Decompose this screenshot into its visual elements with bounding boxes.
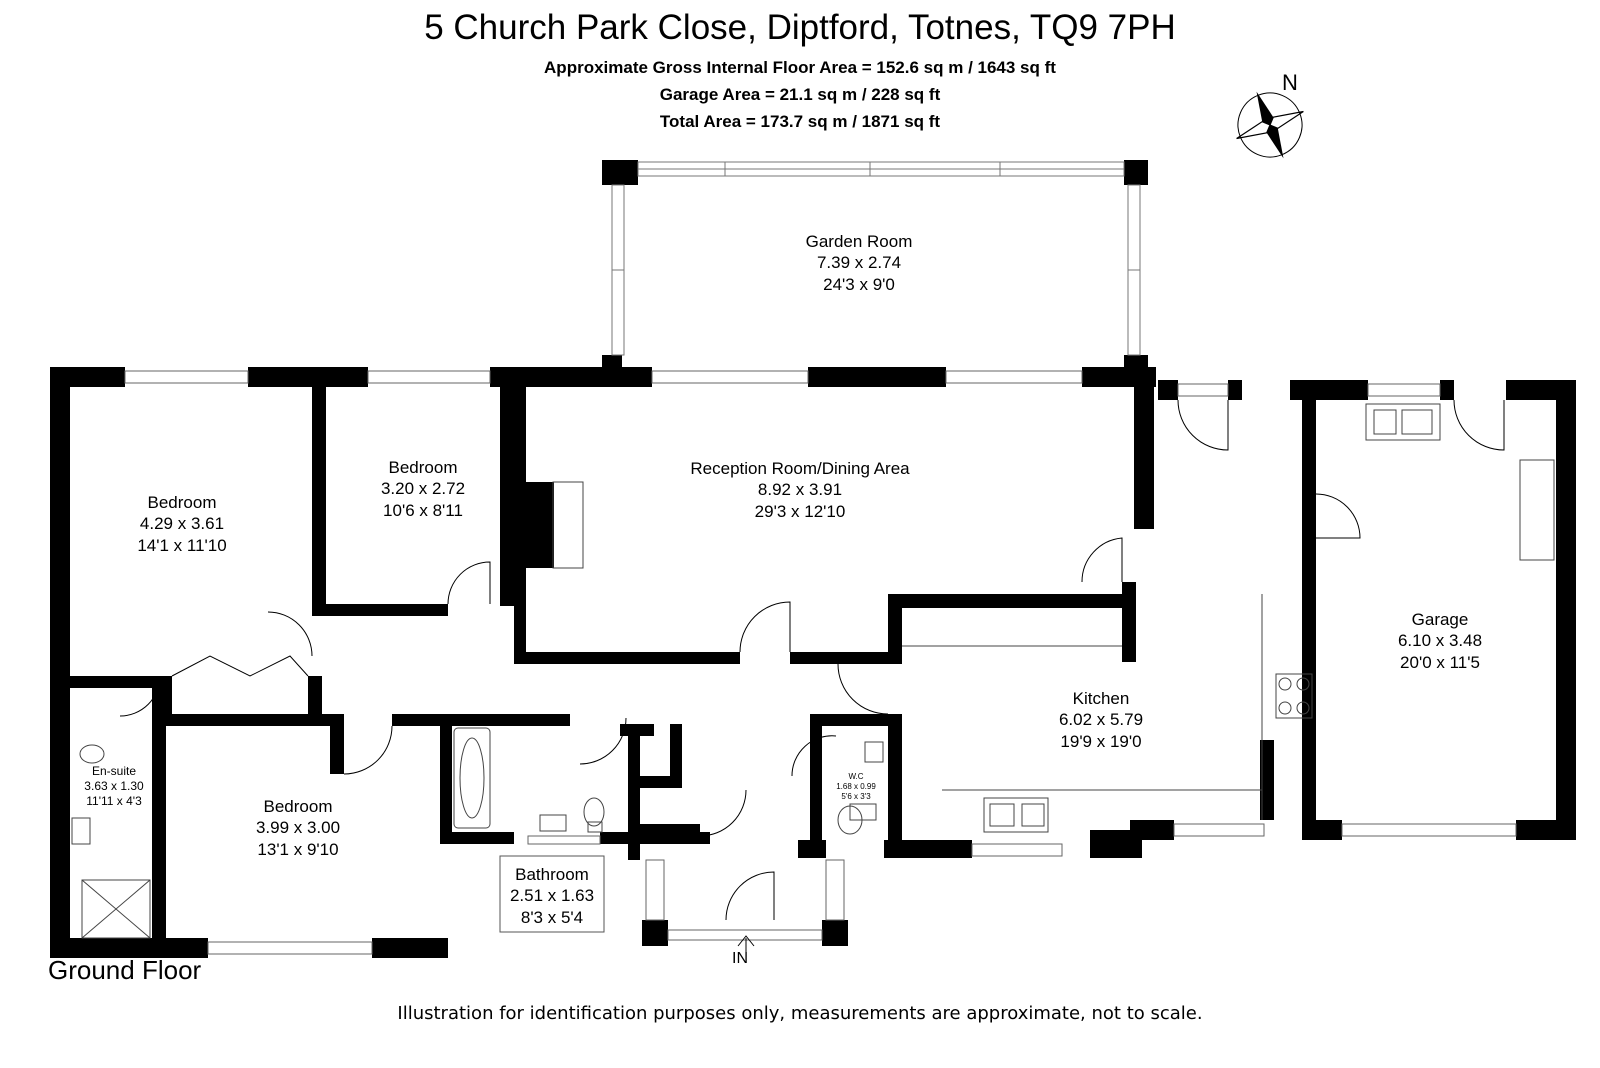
page-title: 5 Church Park Close, Diptford, Totnes, T…: [424, 8, 1176, 47]
garage-area-text: Garage Area = 21.1 sq m / 228 sq ft: [659, 85, 941, 104]
interior-walls: [70, 386, 1316, 946]
bathroom-label-box: [499, 855, 605, 933]
exterior-walls: [50, 367, 1576, 958]
door-swings: [119, 399, 1505, 921]
total-area-text: Total Area = 173.7 sq m / 1871 sq ft: [659, 112, 941, 131]
kitchen-label: Kitchen 6.02 x 5.79 19'9 x 19'0: [1058, 689, 1144, 751]
bathroom-label: Bathroom 2.51 x 1.63 8'3 x 5'4: [509, 865, 595, 927]
compass-icon: [1236, 91, 1304, 159]
bedroom-3-label: Bedroom 3.99 x 3.00 13'1 x 9'10: [255, 797, 341, 859]
en-suite-label: En-suite 3.63 x 1.30 11'11 x 4'3: [84, 764, 144, 808]
floor-label: Ground Floor: [48, 955, 202, 985]
fixtures: [71, 403, 1555, 939]
garden-room-glazing: [611, 161, 1141, 356]
garden-room-label: Garden Room 7.39 x 2.74 24'3 x 9'0: [805, 232, 913, 294]
entrance-label: IN: [732, 950, 748, 967]
north-label: N: [1282, 70, 1298, 95]
bedroom-2-label: Bedroom 3.20 x 2.72 10'6 x 8'11: [380, 458, 466, 520]
disclaimer-text: Illustration for identification purposes…: [397, 1003, 1203, 1024]
windows: [124, 370, 1517, 955]
garage-label: Garage 6.10 x 3.48 20'0 x 11'5: [1397, 610, 1483, 672]
reception-room-label: Reception Room/Dining Area 8.92 x 3.91 2…: [690, 459, 910, 521]
entrance-arrow-icon: [737, 935, 755, 962]
gross-area-text: Approximate Gross Internal Floor Area = …: [544, 58, 1056, 77]
wc-label: W.C 1.68 x 0.99 5'6 x 3'3: [836, 772, 876, 801]
bedroom-1-label: Bedroom 4.29 x 3.61 14'1 x 11'10: [137, 493, 227, 555]
